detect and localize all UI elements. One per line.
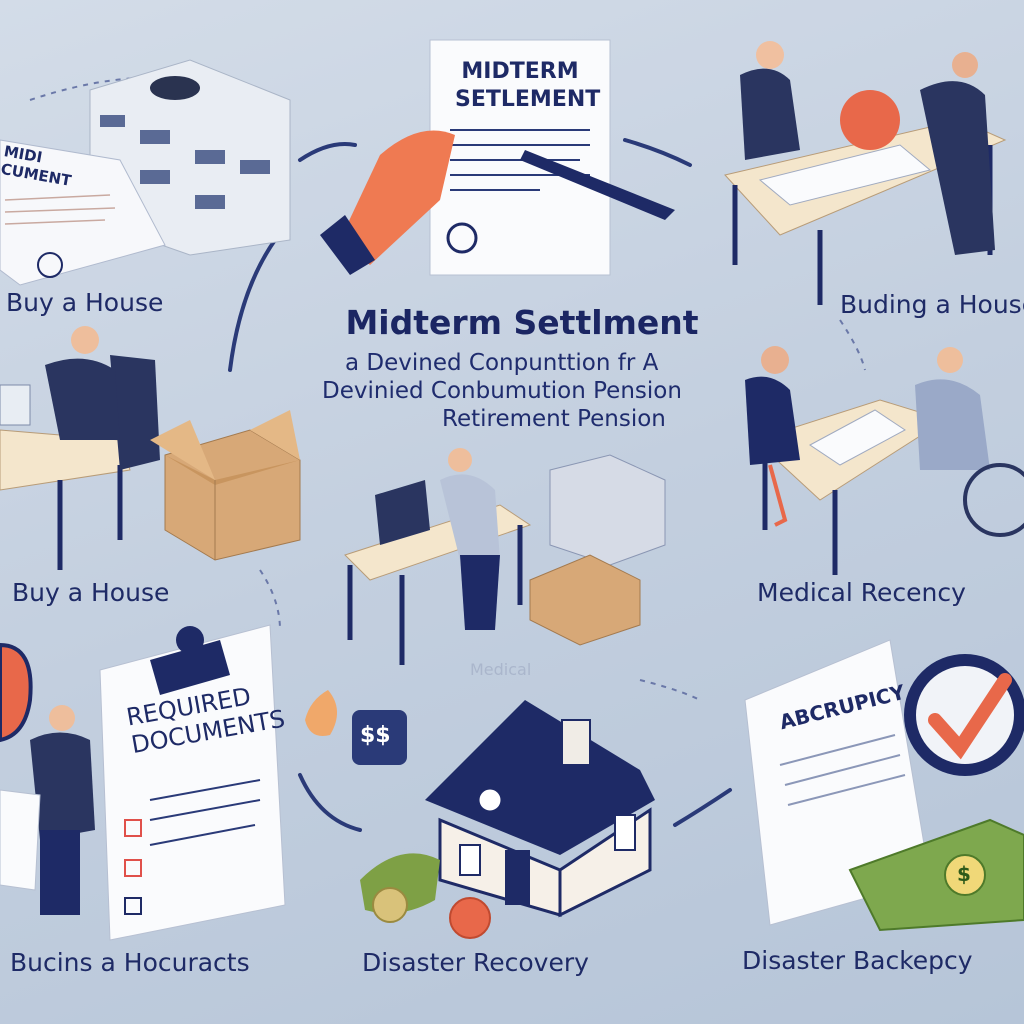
chair <box>110 355 160 470</box>
arrow-icon <box>298 142 357 162</box>
person <box>440 474 500 560</box>
cash-stack <box>848 818 1024 932</box>
money-badge <box>352 710 407 765</box>
label-medical-recency: Medical Recency <box>757 578 966 607</box>
page-title: Midterm Settlment <box>345 303 699 342</box>
laptop <box>375 480 430 545</box>
arrow-icon <box>673 788 732 827</box>
coin-icon <box>305 690 338 736</box>
arrow-icon <box>228 238 277 372</box>
checkmark-icon <box>928 673 1012 760</box>
person <box>915 379 990 470</box>
ball <box>840 90 900 150</box>
printer <box>549 454 666 566</box>
label-disaster-recovery: Disaster Recovery <box>362 948 589 977</box>
cash-symbol: $ <box>957 862 971 886</box>
subtitle-line: Retirement Pension <box>442 406 666 432</box>
person <box>740 68 800 160</box>
label-buy-a-house: Buy a House <box>6 288 164 317</box>
moneybag-icon <box>0 642 33 743</box>
hand <box>340 130 455 265</box>
person <box>745 376 800 465</box>
label-disaster-backepcy: Disaster Backepcy <box>742 946 973 975</box>
required-documents-clipboard <box>99 624 286 941</box>
person <box>30 732 95 840</box>
label-buding-a-house: Buding a House <box>840 290 1024 319</box>
subtitle-line: a Devined Conpunttion fr A <box>345 350 659 376</box>
pen-icon <box>520 150 675 220</box>
cardboard-box <box>529 554 641 646</box>
coin-icon <box>449 897 491 939</box>
wheelchair <box>963 463 1024 537</box>
arrow-icon <box>623 138 692 167</box>
desk <box>344 504 532 581</box>
settlement-document <box>429 39 611 276</box>
arrow-icon <box>298 773 362 832</box>
label-buy-a-house-2: Buy a House <box>12 578 170 607</box>
document <box>0 139 166 286</box>
flow-arrows <box>228 138 732 832</box>
faint-label: Medical <box>470 660 532 679</box>
settlement-document-title: MIDTERM SETLEMENT <box>455 58 601 114</box>
label-bucins-a-hocuracts: Bucins a Hocuracts <box>10 948 250 977</box>
money-badge-text: $$ <box>360 723 391 748</box>
person <box>920 81 995 255</box>
doc-line: MIDTERM <box>461 59 579 84</box>
subtitle-line: Devinied Conbumution Pension <box>322 378 682 404</box>
doc-line: SETLEMENT <box>455 87 601 112</box>
monitor <box>0 384 31 426</box>
person <box>45 358 120 440</box>
